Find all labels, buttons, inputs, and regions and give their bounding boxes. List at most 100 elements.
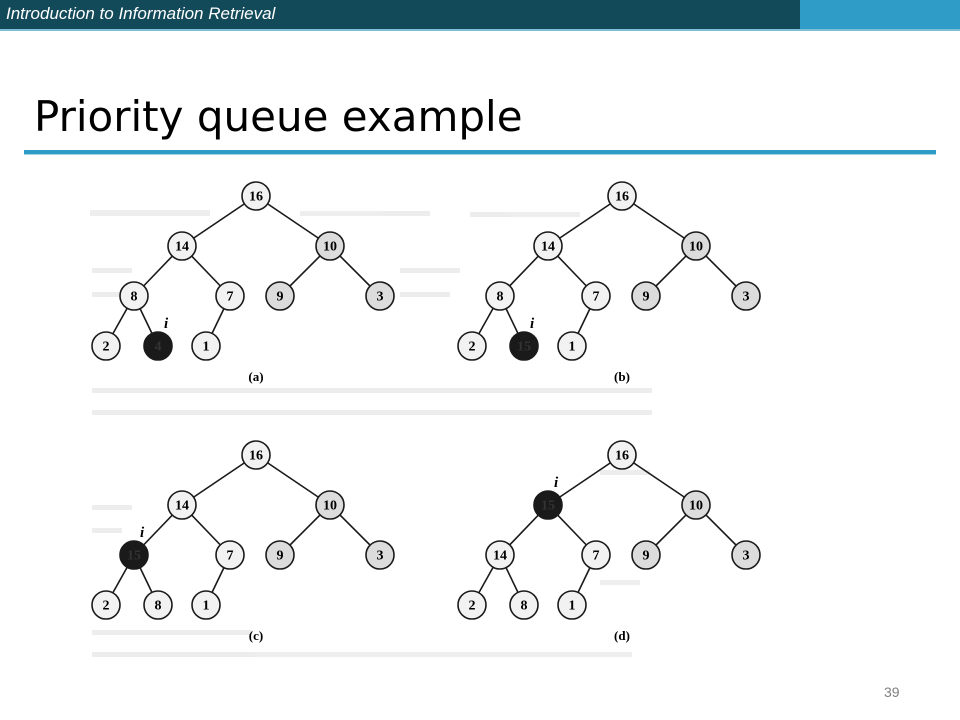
header-accent-band: [800, 0, 960, 29]
node-value: 7: [227, 549, 234, 564]
title-underline-thin: [24, 154, 936, 155]
heap-node: 14: [167, 231, 197, 261]
node-circle: [119, 281, 149, 311]
heap-node: 1: [191, 331, 221, 361]
tree-edge: [547, 195, 623, 247]
heap-tree-a: 16 14 10 8 7 9 3 2 4i 1 (a): [91, 181, 395, 384]
index-marker: i: [140, 525, 145, 541]
node-circle: [191, 590, 221, 620]
node-circle: [119, 540, 149, 570]
header-rule: [0, 29, 960, 31]
heap-node: 2: [457, 590, 487, 620]
node-value: 8: [521, 599, 528, 614]
page-number: 39: [884, 684, 900, 700]
tree-edge: [255, 454, 331, 506]
node-circle: [91, 331, 121, 361]
node-circle: [485, 281, 515, 311]
index-marker: i: [554, 475, 559, 491]
tree-edge: [181, 454, 257, 506]
node-circle: [485, 540, 515, 570]
node-value: 9: [277, 290, 284, 305]
node-circle: [731, 281, 761, 311]
node-value: 10: [689, 499, 703, 514]
heap-node: 9: [265, 540, 295, 570]
heap-node: 2: [91, 331, 121, 361]
heap-node: 7: [215, 540, 245, 570]
node-value: 9: [643, 549, 650, 564]
node-circle: [241, 181, 271, 211]
node-circle: [457, 590, 487, 620]
heap-node: 10: [681, 490, 711, 520]
node-value: 15: [127, 549, 141, 564]
node-value: 14: [175, 499, 189, 514]
node-value: 15: [517, 340, 531, 355]
node-circle: [143, 331, 173, 361]
node-value: 16: [615, 190, 629, 205]
node-circle: [581, 281, 611, 311]
node-value: 7: [227, 290, 234, 305]
node-circle: [143, 590, 173, 620]
node-circle: [91, 590, 121, 620]
figure-caption: (b): [614, 369, 630, 384]
heap-node: 10: [681, 231, 711, 261]
node-value: 4: [155, 340, 162, 355]
heap-node: 2: [91, 590, 121, 620]
node-circle: [509, 590, 539, 620]
heap-node: 3: [731, 540, 761, 570]
node-value: 15: [541, 499, 555, 514]
node-circle: [315, 231, 345, 261]
tree-edge: [621, 195, 697, 247]
heap-node: 14: [485, 540, 515, 570]
tree-edge: [255, 195, 331, 247]
node-value: 7: [593, 549, 600, 564]
heap-node: 10: [315, 490, 345, 520]
node-circle: [533, 231, 563, 261]
node-value: 1: [569, 340, 576, 355]
node-value: 10: [689, 240, 703, 255]
node-circle: [457, 331, 487, 361]
heap-node: 9: [631, 540, 661, 570]
header-dark-band: [0, 0, 800, 29]
node-circle: [533, 490, 563, 520]
figure-caption: (c): [249, 628, 263, 643]
heap-node: 16: [241, 181, 271, 211]
slide-title: Priority queue example: [34, 92, 523, 141]
node-circle: [215, 540, 245, 570]
heap-node: 1: [557, 331, 587, 361]
heap-node: 8: [143, 590, 173, 620]
heap-node: 8: [485, 281, 515, 311]
heap-node: 1: [557, 590, 587, 620]
tree-edge: [181, 195, 257, 247]
node-circle: [731, 540, 761, 570]
heap-node: 14: [533, 231, 563, 261]
node-value: 10: [323, 499, 337, 514]
node-value: 3: [377, 549, 384, 564]
node-value: 2: [103, 599, 110, 614]
heap-node: 8: [119, 281, 149, 311]
heap-node: 9: [631, 281, 661, 311]
node-value: 16: [615, 449, 629, 464]
heap-node: 8: [509, 590, 539, 620]
node-value: 14: [175, 240, 189, 255]
node-value: 3: [377, 290, 384, 305]
node-value: 1: [203, 599, 210, 614]
node-circle: [631, 281, 661, 311]
node-value: 10: [323, 240, 337, 255]
heap-node: 7: [581, 281, 611, 311]
node-circle: [509, 331, 539, 361]
figure-caption: (a): [248, 369, 263, 384]
node-circle: [167, 490, 197, 520]
heap-node: 1: [191, 590, 221, 620]
heap-node: 3: [365, 281, 395, 311]
node-circle: [215, 281, 245, 311]
heap-node-highlighted: 15: [509, 331, 539, 361]
node-circle: [365, 281, 395, 311]
node-value: 3: [743, 549, 750, 564]
ghost-text-background: [90, 210, 652, 657]
index-marker: i: [164, 316, 169, 332]
node-circle: [681, 490, 711, 520]
node-circle: [581, 540, 611, 570]
